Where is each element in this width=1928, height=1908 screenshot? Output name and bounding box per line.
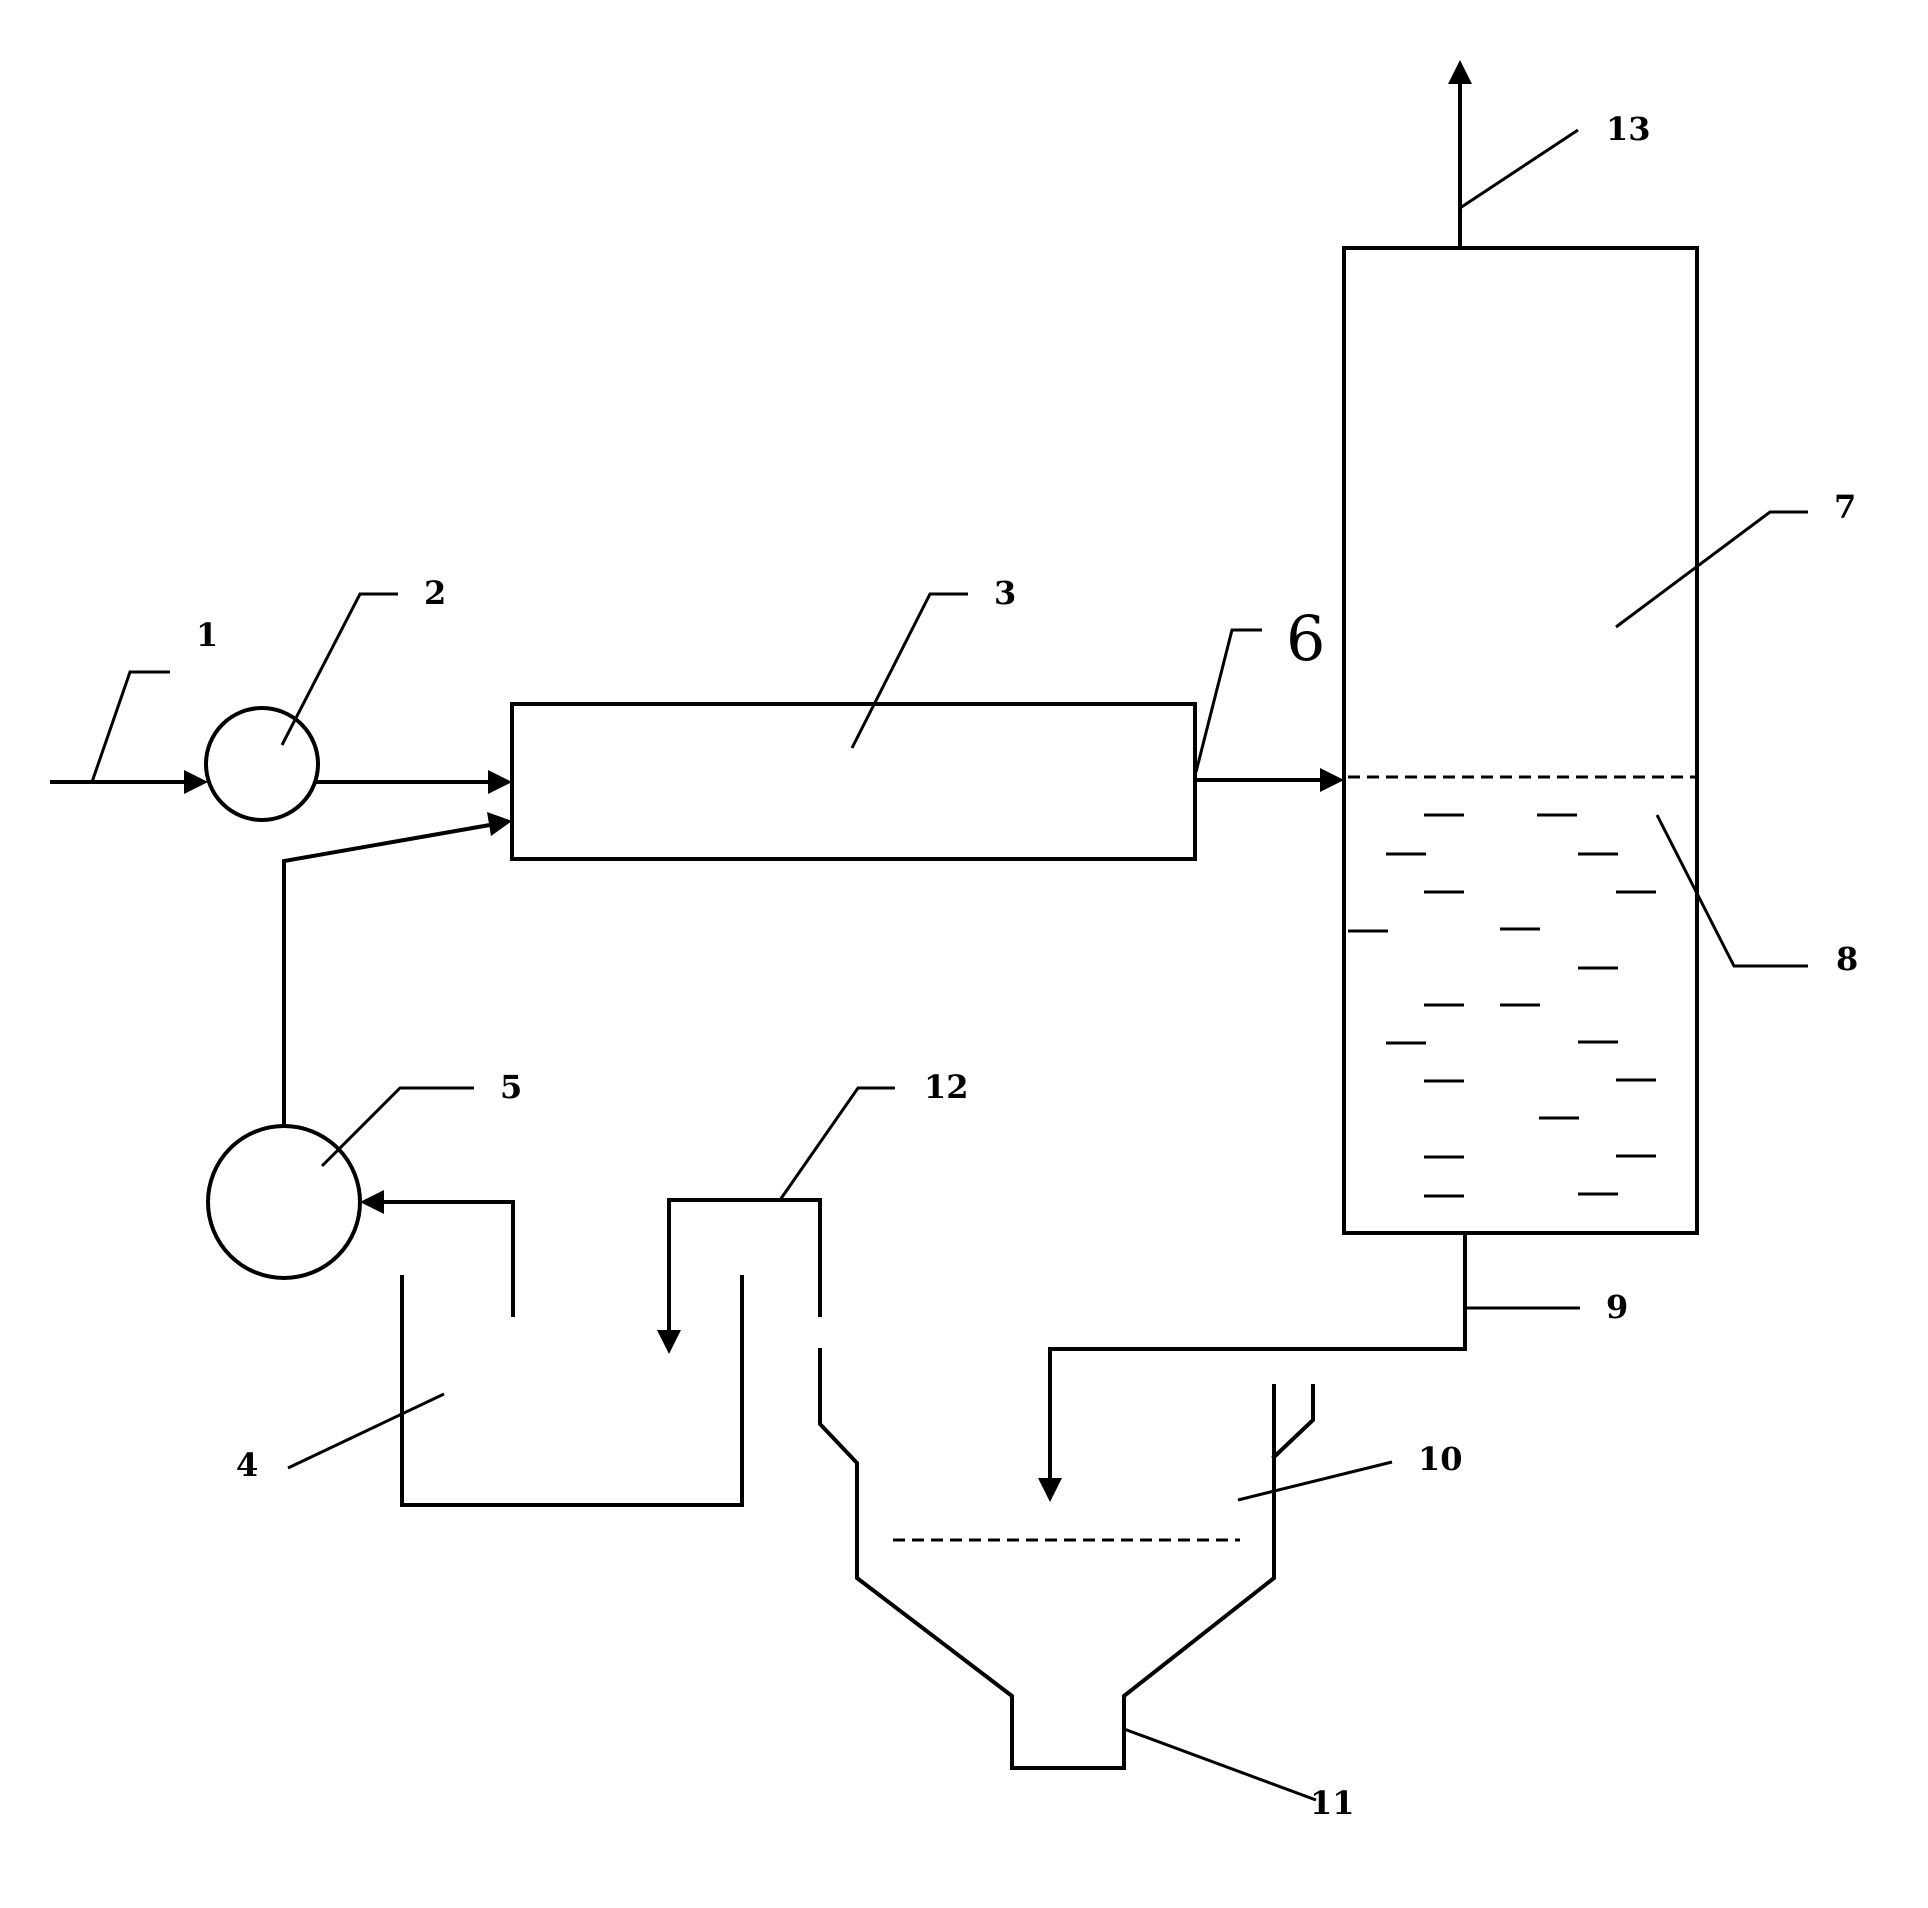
label-5: 5 [500, 1068, 522, 1106]
return-line-12 [657, 1198, 822, 1354]
gas-outlet-13 [1448, 60, 1472, 250]
liquid-region-8 [1348, 813, 1656, 1198]
tank-4 [400, 1275, 744, 1507]
label-3: 3 [994, 574, 1016, 612]
leader-lines [90, 128, 1808, 1802]
label-8: 8 [1836, 940, 1858, 978]
label-4: 4 [236, 1446, 258, 1484]
settler-10 [818, 1348, 1315, 1770]
pump-2-to-reactor-line [316, 770, 512, 794]
label-11: 11 [1310, 1784, 1355, 1822]
suction-line-to-pump-5 [360, 1190, 515, 1317]
column-7 [1342, 246, 1699, 1235]
feed-line-1 [50, 770, 208, 794]
recycle-line-to-reactor [282, 812, 512, 1128]
outlet-line-6 [1193, 768, 1344, 792]
label-9: 9 [1606, 1288, 1628, 1326]
label-13: 13 [1606, 110, 1651, 148]
label-2: 2 [424, 574, 446, 612]
reactor-3 [510, 702, 1197, 861]
label-10: 10 [1418, 1440, 1463, 1478]
label-12: 12 [924, 1068, 969, 1106]
label-6: 6 [1286, 602, 1325, 675]
label-1: 1 [196, 616, 218, 654]
label-7: 7 [1834, 488, 1856, 526]
pump-2 [204, 706, 320, 822]
bottom-line-9 [1038, 1231, 1467, 1502]
